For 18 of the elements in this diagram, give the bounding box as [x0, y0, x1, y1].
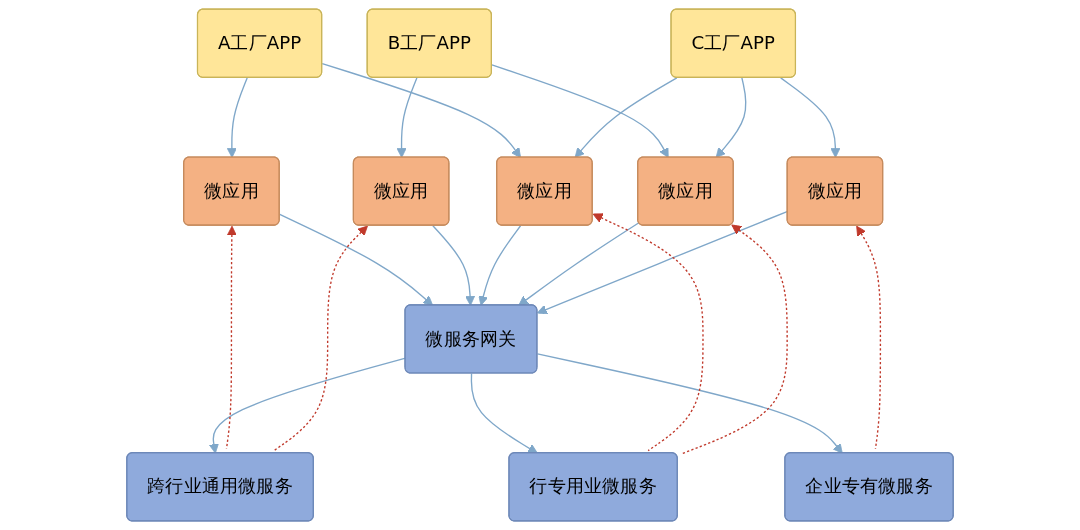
arrow [321, 62, 521, 158]
arrow [536, 353, 843, 454]
arrow [491, 64, 669, 158]
arrow [279, 213, 434, 306]
arrow [273, 225, 368, 452]
arrow [574, 77, 678, 158]
arrow [478, 225, 522, 306]
arrow [225, 225, 237, 450]
arrow [856, 225, 882, 450]
arrow [592, 213, 704, 452]
arrow [518, 222, 640, 306]
arrow [226, 77, 248, 158]
arrow [396, 77, 418, 158]
arrow [715, 77, 747, 158]
arrow [680, 224, 788, 455]
arrow [780, 77, 841, 158]
arrow [470, 372, 538, 454]
arrow [432, 225, 476, 306]
